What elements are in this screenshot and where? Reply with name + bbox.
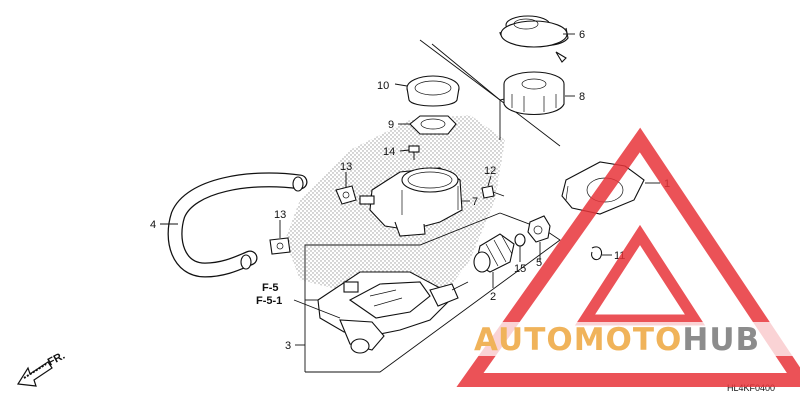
- diagram-code: HL4KF0400: [727, 383, 775, 393]
- part-joint: [527, 215, 551, 243]
- callout-14: 14: [383, 146, 395, 158]
- part-hose-clamp-upper: [335, 185, 357, 205]
- callout-9: 9: [388, 119, 394, 131]
- part-hose: [167, 172, 308, 278]
- watermark-brand-part1: AUTOMOTO: [474, 322, 682, 358]
- callout-12: 12: [484, 165, 496, 177]
- front-direction-indicator: FR.: [16, 350, 67, 387]
- callout-13-lower: 13: [274, 209, 286, 221]
- callout-15: 15: [514, 263, 526, 275]
- part-screw: [408, 145, 420, 160]
- watermark-brand-part2: HUB: [682, 322, 760, 358]
- part-master-cylinder: [317, 271, 469, 354]
- frame-ref-f5: F-5: [262, 282, 279, 294]
- watermark-brand: AUTOMOTOHUB: [474, 322, 760, 358]
- callout-3: 3: [285, 340, 291, 352]
- callout-10: 10: [377, 80, 389, 92]
- callout-leaders: [160, 33, 660, 288]
- callout-13-upper: 13: [340, 161, 352, 173]
- part-bolt: [481, 185, 505, 199]
- callout-4: 4: [150, 219, 156, 231]
- callout-8: 8: [579, 91, 585, 103]
- callout-6: 6: [579, 29, 585, 41]
- part-tank-cap: [499, 15, 569, 63]
- callout-2: 2: [490, 291, 496, 303]
- frame-ref-f51: F-5-1: [256, 295, 282, 307]
- part-seal-ring: [514, 233, 526, 247]
- part-reservoir: [359, 167, 463, 237]
- frame-references: F-5 F-5-1: [256, 282, 341, 319]
- callout-5: 5: [536, 257, 542, 269]
- watermark-triangle-logo: [456, 127, 800, 387]
- part-hose-clamp-lower: [269, 237, 291, 255]
- callout-11: 11: [614, 250, 625, 262]
- part-reservoir-cap: [406, 75, 460, 107]
- part-boot: [473, 233, 515, 273]
- front-arrow-icon: [16, 361, 53, 387]
- part-clip: [591, 246, 603, 261]
- part-cap-body: [503, 71, 565, 115]
- callout-7: 7: [472, 196, 478, 208]
- front-direction-label: FR.: [46, 350, 67, 369]
- callout-labels: 6 8 10 9 14 13 12 7 1 4 13 11 15 5 2 3: [150, 29, 670, 352]
- watermark: AUTOMOTOHUB: [456, 127, 800, 387]
- part-diaphragm-plate: [409, 115, 457, 135]
